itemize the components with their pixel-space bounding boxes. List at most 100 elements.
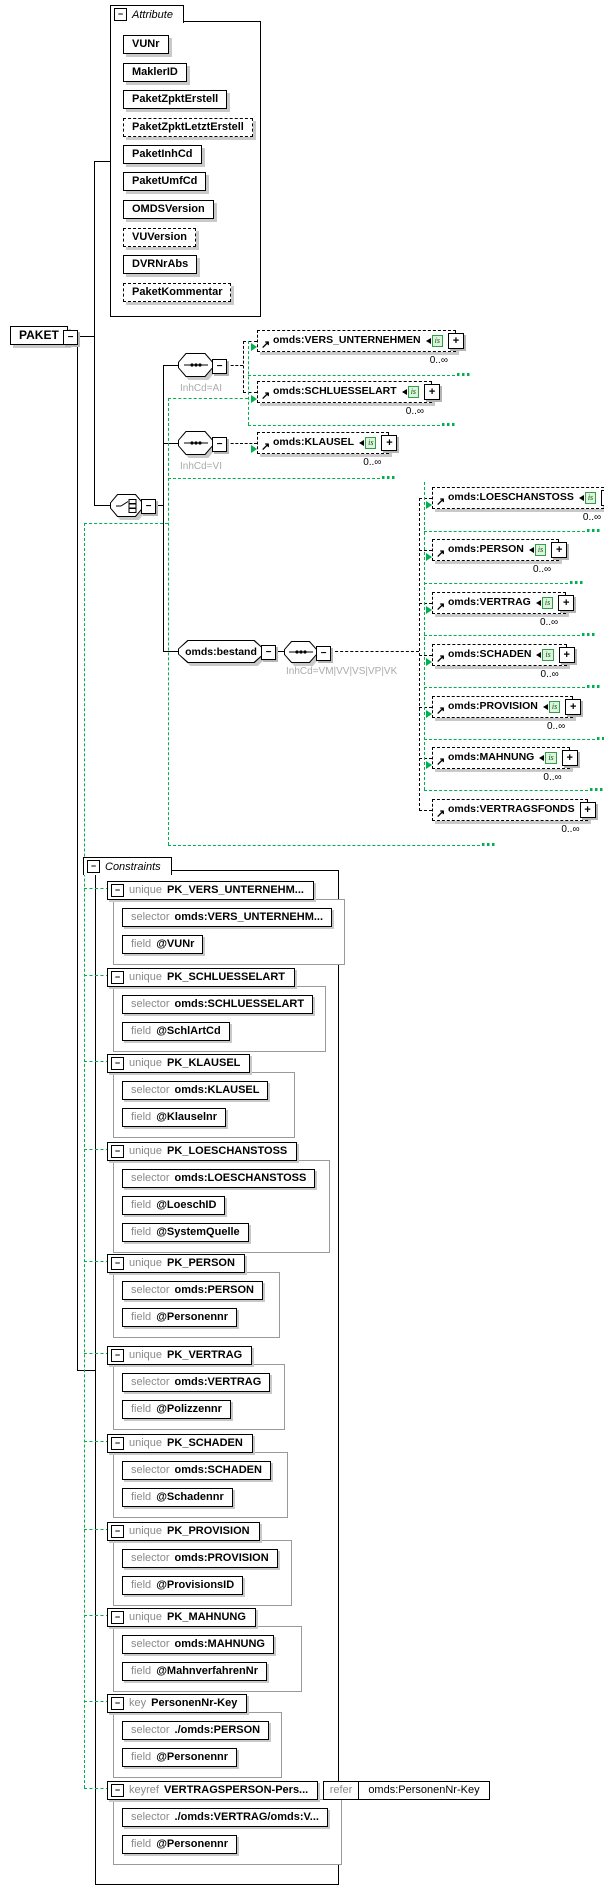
constraint-field[interactable]: field@Personennr (122, 1308, 238, 1327)
attribute-paketzpktletzterstell[interactable]: PaketZpktLetztErstell (123, 118, 253, 137)
collapse-icon[interactable]: − (111, 1611, 124, 1624)
expand-icon[interactable]: + (424, 384, 441, 400)
constraint-selector[interactable]: selector./omds:PERSON (122, 1721, 270, 1740)
constraint-header[interactable]: − unique PK_VERTRAG (107, 1346, 253, 1365)
collapse-icon[interactable]: − (114, 8, 127, 21)
collapse-icon[interactable]: − (111, 1349, 124, 1362)
expand-icon[interactable]: + (565, 699, 582, 715)
constraint-header[interactable]: − unique PK_LOESCHANSTOSS (107, 1142, 298, 1161)
element-ref-provision[interactable]: ↗ omds:PROVISION is + 0..∞ (432, 696, 582, 732)
constraint-link-stub (84, 1061, 109, 1062)
expand-icon[interactable]: + (558, 647, 575, 663)
constraint-field[interactable]: field@ProvisionsID (122, 1576, 244, 1595)
attribute-dvrnrabs[interactable]: DVRNrAbs (123, 255, 198, 274)
sequence-compositor[interactable] (178, 431, 216, 458)
collapse-icon[interactable]: − (111, 884, 124, 897)
constraint-field[interactable]: field@Schadennr (122, 1488, 233, 1507)
collapse-icon[interactable]: − (111, 1257, 124, 1270)
attribute-section-tab[interactable]: − Attribute (110, 5, 184, 23)
collapse-icon[interactable]: − (111, 971, 124, 984)
constraint-field[interactable]: field@Personennr (122, 1748, 238, 1767)
constraint-refer-row[interactable]: refer omds:PersonenNr-Key (322, 1781, 490, 1800)
constraint-header[interactable]: − unique PK_SCHLUESSELART (107, 968, 296, 987)
constraint-header[interactable]: − keyref VERTRAGSPERSON-Pers... (107, 1781, 319, 1800)
collapse-icon[interactable]: − (111, 1525, 124, 1538)
collapse-icon[interactable]: − (212, 437, 227, 452)
collapse-icon[interactable]: − (63, 330, 78, 345)
attribute-paketumfcd[interactable]: PaketUmfCd (123, 172, 207, 191)
attribute-omdsversion[interactable]: OMDSVersion (123, 200, 214, 219)
constraint-field[interactable]: field@SchlArtCd (122, 1022, 230, 1041)
attribute-paketzpkterstell[interactable]: PaketZpktErstell (123, 90, 228, 109)
expand-icon[interactable]: + (551, 542, 568, 558)
sequence-compositor[interactable] (284, 641, 320, 666)
expand-icon[interactable]: + (579, 802, 596, 818)
element-bestand[interactable]: omds:bestand (178, 640, 267, 666)
constraint-field[interactable]: field@Personennr (122, 1835, 238, 1854)
constraint-header[interactable]: − unique PK_VERS_UNTERNEHM... (107, 881, 314, 900)
link-arrowhead-icon (426, 761, 432, 769)
attribute-paketkommentar[interactable]: PaketKommentar (123, 283, 232, 302)
expand-icon[interactable]: + (447, 333, 464, 349)
dashed-connector (419, 498, 432, 499)
constraint-selector[interactable]: selector./omds:VERTRAG/omds:V... (122, 1808, 328, 1827)
constraint-field[interactable]: field@LoeschID (122, 1196, 226, 1215)
constraint-header[interactable]: − unique PK_KLAUSEL (107, 1054, 251, 1073)
element-ref-person[interactable]: ↗ omds:PERSON is + 0..∞ (432, 539, 568, 575)
element-ref-schluesselart[interactable]: ↗ omds:SCHLUESSELART is + 0..∞ (257, 381, 441, 417)
constraint-header[interactable]: − unique PK_SCHADEN (107, 1434, 253, 1453)
collapse-icon[interactable]: − (87, 860, 100, 873)
expand-icon[interactable]: + (558, 595, 575, 611)
constraint-field[interactable]: field@SystemQuelle (122, 1223, 249, 1242)
collapse-icon[interactable]: − (212, 359, 227, 374)
constraint-header[interactable]: − unique PK_PROVISION (107, 1522, 260, 1541)
constraint-field[interactable]: field@MahnverfahrenNr (122, 1662, 267, 1681)
attribute-vuversion[interactable]: VUVersion (123, 228, 197, 247)
collapse-icon[interactable]: − (141, 499, 156, 514)
collapse-icon[interactable]: − (111, 1697, 124, 1710)
constraint-field[interactable]: field@Klauselnr (122, 1108, 227, 1127)
element-ref-vertragsfonds[interactable]: ↗ omds:VERTRAGSFONDS + 0..∞ (432, 799, 596, 835)
element-ref-vers-unternehmen[interactable]: ↗ omds:VERS_UNTERNEHMEN is + 0..∞ (257, 330, 464, 366)
collapse-icon[interactable]: − (261, 645, 276, 660)
expand-icon[interactable]: + (601, 490, 604, 506)
collapse-icon[interactable]: − (111, 1784, 124, 1797)
element-ref-loeschanstoss[interactable]: ↗ omds:LOESCHANSTOSS is + 0..∞ (432, 487, 604, 523)
attribute-paketinhcd[interactable]: PaketInhCd (123, 145, 202, 164)
constraints-section-tab[interactable]: − Constraints (83, 857, 172, 875)
attribute-vunr[interactable]: VUNr (123, 35, 169, 54)
element-ref-mahnung[interactable]: ↗ omds:MAHNUNG is + 0..∞ (432, 747, 578, 783)
collapse-icon[interactable]: − (111, 1057, 124, 1070)
collapse-icon[interactable]: − (111, 1145, 124, 1158)
element-ref-vertrag[interactable]: ↗ omds:VERTRAG is + 0..∞ (432, 592, 575, 628)
constraint-header[interactable]: − unique PK_MAHNUNG (107, 1608, 256, 1627)
constraint-link-line (168, 478, 380, 479)
connector-line (155, 505, 164, 506)
constraint-field[interactable]: field@Polizzennr (122, 1400, 231, 1419)
expand-icon[interactable]: + (561, 750, 578, 766)
element-ref-schaden[interactable]: ↗ omds:SCHADEN is + 0..∞ (432, 644, 575, 680)
choice-compositor[interactable] (110, 494, 146, 520)
attribute-maklerid[interactable]: MaklerID (123, 63, 187, 82)
constraint-header[interactable]: − key PersonenNr-Key (107, 1694, 248, 1713)
constraint-header[interactable]: − unique PK_PERSON (107, 1254, 245, 1273)
constraint-field[interactable]: field@VUNr (122, 935, 204, 954)
expand-icon[interactable]: + (381, 435, 398, 451)
root-element-paket[interactable]: PAKET (10, 326, 68, 345)
element-ref-klausel[interactable]: ↗ omds:KLAUSEL is + 0..∞ (257, 432, 398, 468)
collapse-icon[interactable]: − (111, 1437, 124, 1450)
occurs-label: 0..∞ (582, 512, 602, 523)
sequence-compositor[interactable] (178, 353, 216, 380)
collapse-icon[interactable]: − (316, 646, 331, 661)
